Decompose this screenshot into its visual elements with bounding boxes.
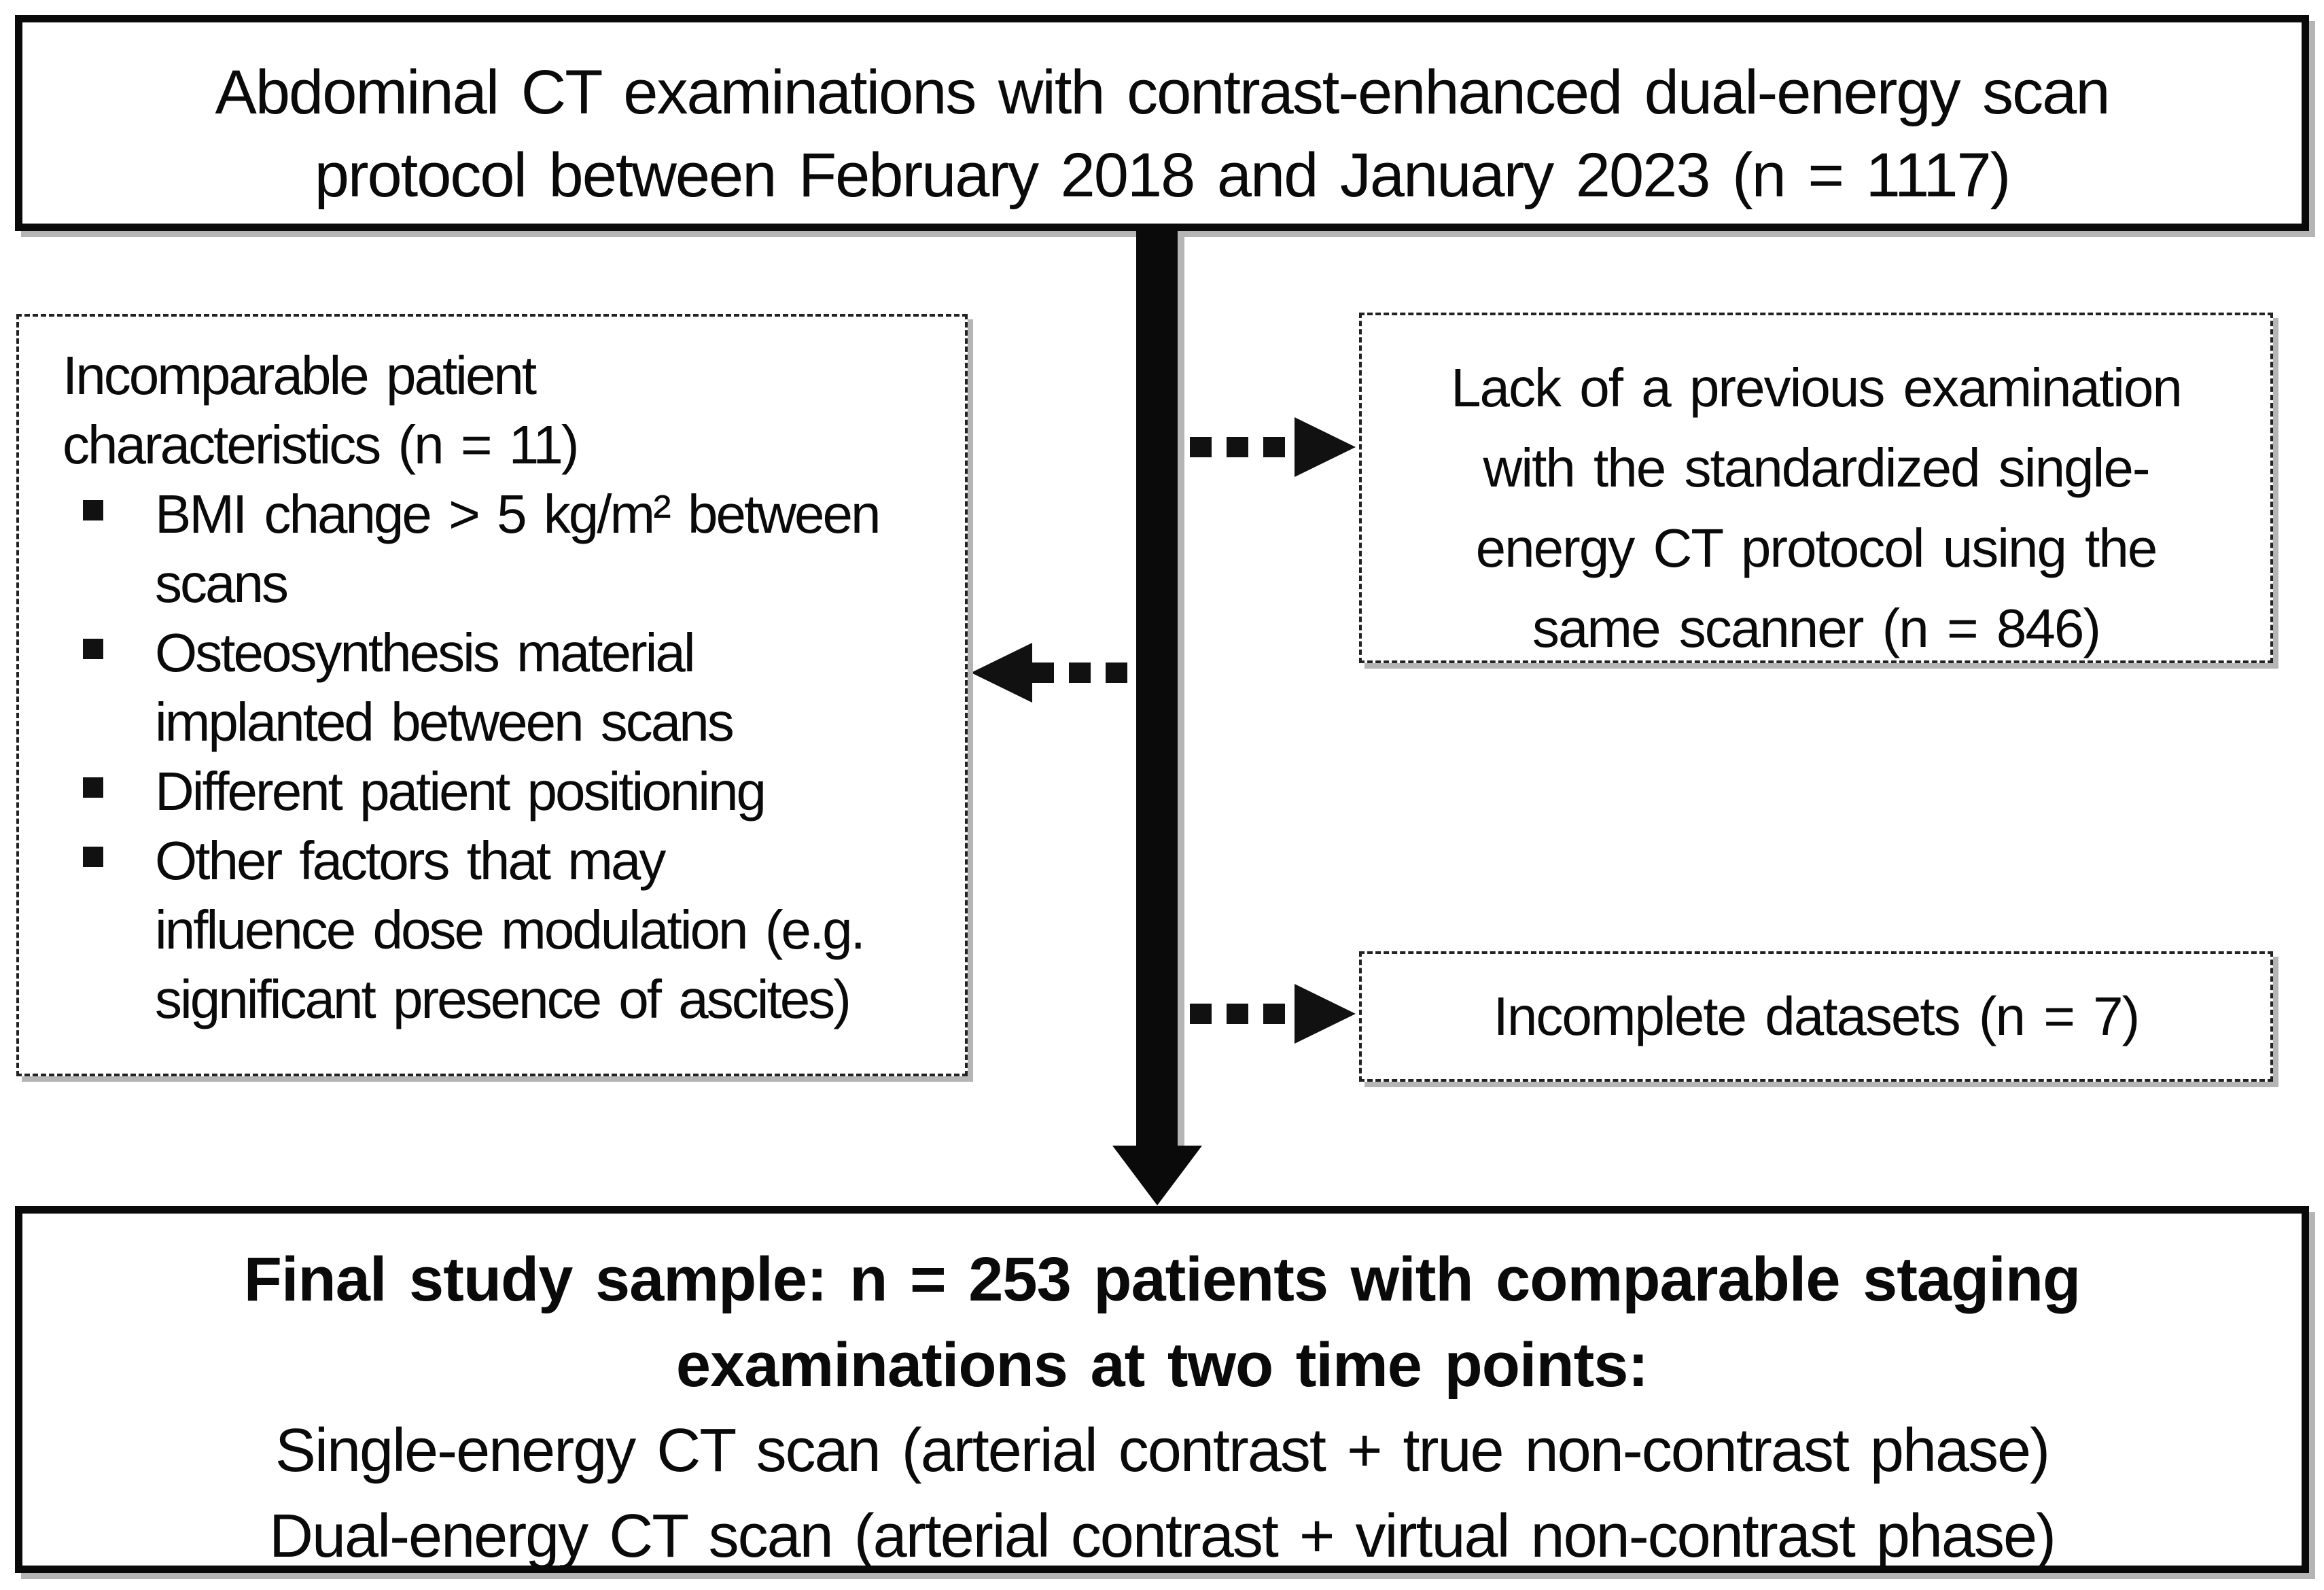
lack-previous-line-3: energy CT protocol using the (1475, 518, 2158, 578)
total-examinations-line-2: protocol between February 2018 and Janua… (314, 141, 2011, 210)
square-bullet-icon (83, 639, 103, 659)
incomparable-title-line-2: characteristics (n = 11) (63, 414, 579, 475)
bullet-item-positioning: Different patient positioning (63, 757, 946, 826)
final-sample-bold-line-1: Final study sample: n = 253 patients wit… (243, 1245, 2081, 1314)
bullet-item-osteosynthesis: Osteosynthesis material implanted betwee… (63, 618, 946, 757)
bullet-osteosynthesis-line-2: implanted between scans (155, 692, 735, 752)
bullet-positioning-line-1: Different patient positioning (155, 761, 767, 822)
bullet-osteosynthesis-line-1: Osteosynthesis material (155, 622, 696, 683)
bullet-item-bmi-change: BMI change > 5 kg/m² between scans (63, 480, 946, 618)
lack-previous-line-2: with the standardized single- (1483, 438, 2151, 498)
square-bullet-icon (83, 500, 103, 520)
lack-previous-line-1: Lack of a previous examination (1451, 357, 2183, 418)
box-incomparable-characteristics: Incomparable patient characteristics (n … (16, 314, 968, 1076)
box-lack-previous-examination: Lack of a previous examination with the … (1359, 313, 2273, 663)
square-bullet-icon (83, 777, 103, 798)
bullet-other-factors-line-2: influence dose modulation (e.g. (155, 900, 866, 960)
thick-down-arrowhead-icon (1112, 1146, 1202, 1205)
thick-down-arrow-icon (1136, 231, 1178, 1146)
final-sample-bold-line-2: examinations at two time points: (675, 1330, 1649, 1400)
bullet-other-factors-line-3: significant presence of ascites) (155, 969, 851, 1029)
box-final-study-sample: Final study sample: n = 253 patients wit… (15, 1206, 2309, 1573)
dashed-left-arrow-icon (971, 643, 1139, 703)
dashed-right-arrow-icon (1190, 984, 1356, 1044)
final-sample-line-4: Dual-energy CT scan (arterial contrast +… (268, 1502, 2056, 1570)
square-bullet-icon (83, 847, 103, 867)
final-sample-line-3: Single-energy CT scan (arterial contrast… (275, 1417, 2050, 1485)
bullet-bmi-line-2: scans (155, 553, 289, 614)
box-total-examinations: Abdominal CT examinations with contrast-… (15, 15, 2309, 231)
lack-previous-line-4: same scanner (n = 846) (1532, 598, 2101, 658)
total-examinations-line-1: Abdominal CT examinations with contrast-… (215, 58, 2111, 127)
incomparable-title-line-1: Incomparable patient (63, 345, 537, 406)
dashed-right-arrow-icon (1190, 417, 1356, 477)
bullet-item-other-factors: Other factors that may influence dose mo… (63, 826, 946, 1034)
box-incomplete-datasets: Incomplete datasets (n = 7) (1359, 951, 2273, 1082)
bullet-bmi-line-1: BMI change > 5 kg/m² between (155, 484, 881, 544)
bullet-other-factors-line-1: Other factors that may (155, 830, 666, 891)
incomplete-datasets-line: Incomplete datasets (n = 7) (1493, 986, 2141, 1046)
